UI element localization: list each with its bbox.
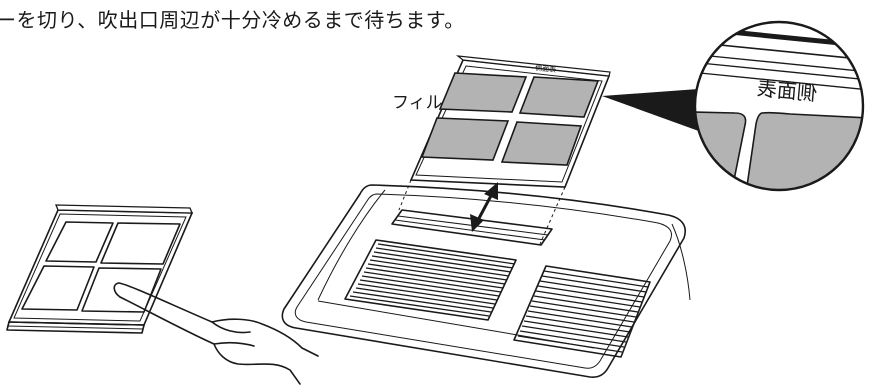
zoom-detail-circle: 側面表 [693, 20, 865, 192]
filter-panel: 側面表 [409, 55, 611, 188]
instruction-text: ーを切り、吹出口周辺が十分冷めるまで待ちます。 [0, 8, 465, 32]
removed-filter [6, 204, 194, 334]
callout-pointer [602, 88, 718, 138]
hand [113, 282, 319, 385]
left-grille-slats [349, 243, 516, 317]
svg-text:側面表: 側面表 [535, 63, 557, 74]
right-grille-slats [517, 270, 649, 353]
indoor-unit-panel [281, 184, 691, 378]
alignment-guides [398, 179, 566, 245]
insert-remove-arrow [470, 182, 498, 232]
svg-text:側面表: 側面表 [756, 76, 818, 105]
